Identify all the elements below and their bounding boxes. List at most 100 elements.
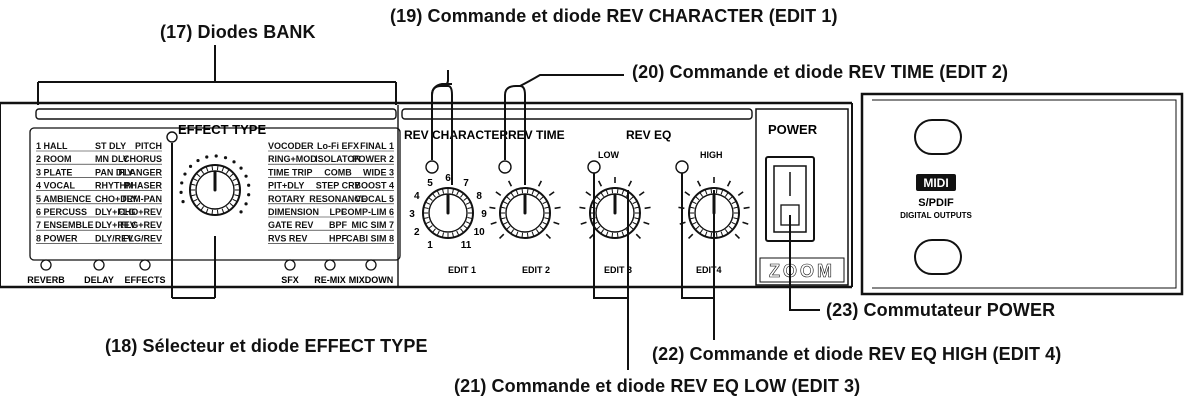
effect-label: FLG+REV bbox=[120, 220, 162, 230]
knob-grip bbox=[225, 206, 230, 211]
knob-tick bbox=[742, 221, 749, 225]
knob-grip bbox=[605, 231, 609, 237]
scale-number: 9 bbox=[481, 209, 487, 220]
knob-grip bbox=[531, 231, 535, 237]
callout-21: (21) Commande et diode REV EQ LOW (EDIT … bbox=[454, 376, 861, 396]
zoom-logo: ZOOM bbox=[759, 257, 845, 283]
high-label: HIGH bbox=[700, 150, 723, 160]
bank-label: SFX bbox=[281, 275, 299, 285]
scale-number: 1 bbox=[427, 240, 433, 251]
knob-tick bbox=[696, 180, 702, 187]
knob-grip bbox=[694, 225, 700, 230]
knob-grip bbox=[600, 229, 605, 234]
effect-type-diode bbox=[166, 131, 178, 143]
svg-text:MIDI: MIDI bbox=[923, 176, 948, 190]
knob-grip bbox=[715, 188, 718, 194]
knob-tick bbox=[579, 206, 586, 210]
bank-label: DELAY bbox=[84, 275, 114, 285]
effect-label: TIME TRIP bbox=[268, 167, 313, 177]
knob-grip bbox=[539, 225, 545, 230]
bank-diode bbox=[40, 259, 52, 271]
knob-grip bbox=[731, 221, 737, 226]
knob-grip bbox=[205, 208, 209, 214]
effect-label: ROTARY bbox=[268, 194, 305, 204]
knob-grip bbox=[216, 165, 219, 171]
knob-tick bbox=[507, 180, 513, 187]
effect-label: WIDE 3 bbox=[363, 167, 394, 177]
effect-label: PITCH bbox=[135, 141, 162, 151]
knob-grip bbox=[229, 173, 235, 178]
knob-tick bbox=[585, 191, 592, 197]
knob-grip bbox=[451, 232, 455, 238]
knob-grip bbox=[467, 206, 473, 210]
rev-eq-low-knob[interactable] bbox=[579, 177, 651, 240]
knob-tick bbox=[545, 233, 552, 240]
effect-label: MIC SIM 7 bbox=[351, 220, 394, 230]
selector-dot bbox=[180, 181, 184, 185]
callout-17: (17) Diodes BANK bbox=[160, 22, 316, 42]
knob-grip bbox=[221, 208, 225, 214]
rev-time-diode bbox=[498, 160, 512, 174]
knob-grip bbox=[621, 189, 625, 195]
knob-grip bbox=[542, 200, 548, 205]
digital-outputs-label: DIGITAL OUTPUTS bbox=[900, 211, 972, 220]
knob-tick bbox=[737, 191, 744, 197]
selector-dot bbox=[244, 202, 248, 206]
selector-dot bbox=[196, 158, 200, 163]
scale-number: 2 bbox=[414, 227, 420, 238]
knob-grip bbox=[423, 206, 429, 210]
selector-dot bbox=[244, 174, 248, 178]
knob-grip bbox=[720, 189, 724, 195]
effect-label: RVS REV bbox=[268, 233, 307, 243]
effect-label: ST DLY bbox=[95, 141, 126, 151]
rev-character-knob[interactable] bbox=[422, 187, 474, 239]
low-label: LOW bbox=[598, 150, 619, 160]
effect-label: FLG/REV bbox=[123, 233, 162, 243]
knob-grip bbox=[441, 188, 445, 194]
effect-type-selector[interactable] bbox=[179, 154, 251, 216]
knob-tick bbox=[687, 233, 694, 240]
knob-grip bbox=[465, 221, 471, 225]
knob-grip bbox=[710, 232, 713, 238]
knob-grip bbox=[515, 231, 519, 237]
knob-grip bbox=[441, 232, 445, 238]
knob-grip bbox=[544, 206, 550, 209]
scale-number: 10 bbox=[474, 227, 486, 238]
knob-grip bbox=[733, 217, 739, 220]
knob-grip bbox=[216, 209, 219, 215]
knob-grip bbox=[428, 197, 433, 201]
knob-grip bbox=[521, 232, 524, 238]
effect-label: 2 ROOM bbox=[36, 154, 72, 164]
effect-label: DLY/REV bbox=[95, 233, 133, 243]
selector-dot bbox=[181, 200, 185, 204]
effect-label: ISOLATOR bbox=[315, 154, 361, 164]
knob-tick bbox=[743, 206, 750, 210]
knob-grip bbox=[724, 229, 729, 234]
bank-label: RE-MIX bbox=[314, 275, 346, 285]
knob-grip bbox=[728, 225, 734, 230]
selector-dot bbox=[205, 155, 209, 159]
callout-18: (18) Sélecteur et diode EFFECT TYPE bbox=[105, 336, 428, 356]
knob-grip bbox=[629, 225, 635, 230]
bank-diode bbox=[93, 259, 105, 271]
knob-grip bbox=[200, 206, 205, 211]
callout-23: (23) Commutateur POWER bbox=[826, 300, 1056, 320]
rev-eq-low-diode bbox=[587, 160, 601, 174]
knob-grip bbox=[505, 225, 511, 230]
knob-grip bbox=[621, 231, 625, 237]
bank-diode bbox=[365, 259, 377, 271]
knob-grip bbox=[634, 217, 640, 220]
rev-time-knob[interactable] bbox=[489, 177, 561, 240]
knob-tick bbox=[554, 206, 561, 210]
knob-grip bbox=[629, 196, 635, 201]
scale-number: 5 bbox=[427, 178, 433, 189]
knob-grip bbox=[611, 188, 614, 194]
knob-grip bbox=[539, 196, 545, 201]
knob-grip bbox=[691, 200, 697, 205]
edit2-label: EDIT 2 bbox=[522, 265, 550, 275]
knob-grip bbox=[510, 192, 515, 197]
spdif-label: S/PDIF bbox=[918, 197, 954, 209]
scale-number: 4 bbox=[414, 191, 420, 202]
